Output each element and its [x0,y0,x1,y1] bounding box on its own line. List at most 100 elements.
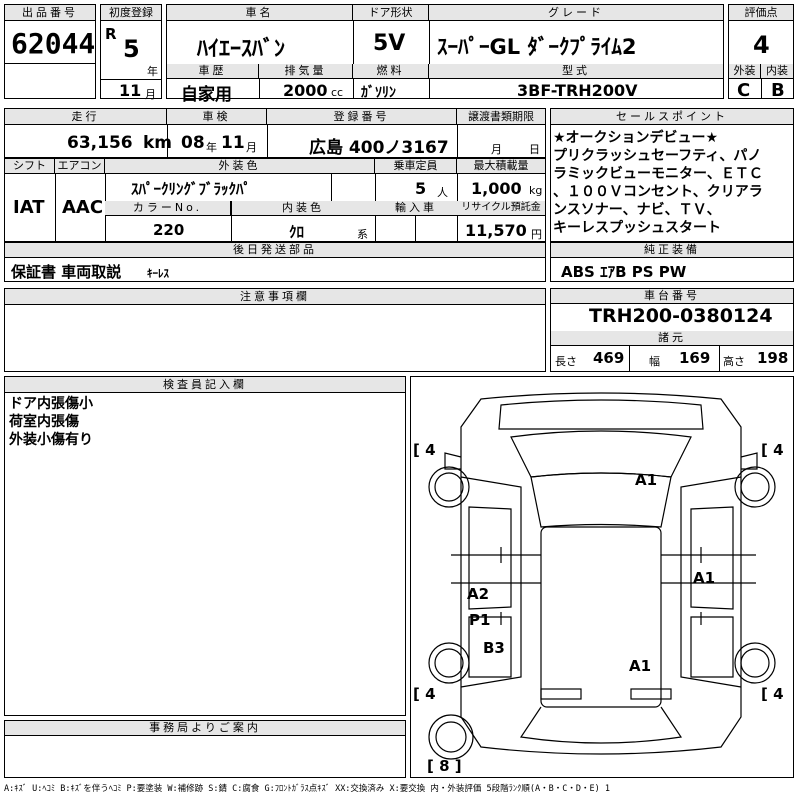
later-parts-value: 保証書 車両取説 [11,263,122,281]
interior-color-unit: 系 [357,228,368,241]
chassis-number: TRH200-0380124 [589,305,773,327]
later-parts-row: 後日発送部品 保証書 車両取説 ｷｰﾚｽ [4,242,546,282]
interior-label: 内装 [761,64,793,79]
inspection-year-unit: 年 [206,141,217,154]
sales-points-text: ★オークションデビュー★ プリクラッシュセーフティ、パノ ラミックビューモニター… [553,129,793,237]
sales-point-line: ★オークションデビュー★ [553,130,719,146]
inspection-month-unit: 月 [246,141,257,154]
recycle-fee: 11,570 [465,221,527,240]
inspector-line: ドア内張傷小 [9,396,93,412]
inspector-notes: ドア内張傷小 荷室内張傷 外装小傷有り [9,395,93,449]
sales-points-label: セールスポイント [551,109,793,125]
notes-box: 注意事項欄 [4,288,546,372]
load-unit: kg [529,184,543,197]
reg-year: 5 [123,35,140,63]
equipment-value: ABS ｴｱB PS PW [561,263,687,281]
van-outline [428,392,776,760]
inspector-box: 検査員記入欄 ドア内張傷小 荷室内張傷 外装小傷有り [4,376,406,716]
first-reg-label: 初度登録 [101,5,161,21]
transfer-label: 譲渡書類期限 [457,109,545,125]
width-label: 幅 [649,355,660,368]
capacity-unit: 人 [437,186,448,199]
capacity: 5 [415,179,427,198]
dims-label: 諸元 [551,331,793,346]
tire-rear-right: [ 4 [761,685,784,703]
mileage: 63,156 [67,133,133,153]
length-label: 長さ [555,355,577,368]
inspection-label: 車検 [167,109,267,125]
model-code: 3BF-TRH200V [517,81,638,100]
sales-points-box: セールスポイント ★オークションデビュー★ プリクラッシュセーフティ、パノ ラミ… [550,108,794,242]
tire-rear-left: [ 4 [413,685,436,703]
recycle-label: リサイクル預託金 [457,201,545,216]
lot-label: 出品番号 [5,5,95,21]
exterior-label: 外装 [729,64,761,79]
int-color-label: 内装色 [231,201,375,216]
model-label: 型式 [429,64,723,79]
door-type: 5V [373,31,406,56]
grade: ｽｰﾊﾟｰGL ﾀﾞｰｸﾌﾟﾗｲﾑ2 [437,35,637,59]
shift-label: シフト [5,159,55,174]
equipment-box: 純正装備 ABS ｴｱB PS PW [550,242,794,282]
damage-mark: B3 [483,639,505,657]
color-number: 220 [153,221,185,239]
inspector-line: 外装小傷有り [9,432,93,448]
length-value: 469 [593,349,625,367]
reg-month-unit: 月 [145,88,156,101]
first-reg-cell: 初度登録 R 5 年 11 月 [100,4,162,101]
chassis-box: 車台番号 TRH200-0380124 諸元 長さ 469 幅 169 高さ 1… [550,288,794,372]
width-value: 169 [679,349,711,367]
inspection-month: 11 [221,133,245,153]
door-label: ドア形状 [353,5,429,21]
displacement: 2000 [283,81,328,100]
later-parts-extra: ｷｰﾚｽ [147,267,169,280]
inspection-year: 08 [181,133,205,153]
spare-tire: [ 8 ] [427,757,462,775]
damage-mark: A2 [467,585,490,603]
spec-row: シフト エアコン 外装色 乗車定員 最大積載量 IAT AAC ｽﾊﾟｰｸﾘﾝｸ… [4,158,546,242]
reg-year-unit: 年 [147,65,158,78]
history-label: 車歴 [167,64,259,79]
exterior-grade: C [737,80,751,101]
interior-color: ｸﾛ [289,223,305,241]
car-name-label: 車名 [167,5,353,21]
color-no-label: カラーNo. [105,201,231,216]
score-value: 4 [753,31,770,59]
sales-point-line: ンスソナー、ナビ、ＴＶ、 [553,202,721,218]
score-label: 評価点 [729,5,793,21]
recycle-unit: 円 [531,228,542,241]
interior-grade: B [771,80,785,101]
office-label: 事務局よりご案内 [5,721,405,736]
damage-mark: A1 [629,657,652,675]
damage-mark: P1 [469,611,491,629]
sales-point-line: 、１００Ｖコンセント、クリアラ [553,184,763,200]
grade-label: グレード [429,5,723,21]
shift-type: IAT [13,197,45,218]
mileage-unit: km [143,133,173,153]
displacement-unit: cc [331,86,344,99]
tire-front-right: [ 4 [761,441,784,459]
era: R [105,25,117,43]
office-box: 事務局よりご案内 [4,720,406,778]
max-load: 1,000 [471,179,522,198]
later-parts-label: 後日発送部品 [5,243,545,258]
reg-month: 11 [119,81,142,100]
capacity-label: 乗車定員 [375,159,457,174]
transfer-day-unit: 日 [529,143,540,156]
height-label: 高さ [723,355,745,368]
sales-point-line: プリクラッシュセーフティ、パノ [553,148,762,164]
transfer-month-unit: 月 [491,143,502,156]
import-label: 輸入車 [375,201,457,216]
inspector-line: 荷室内張傷 [9,414,79,430]
lot-cell: 出品番号 62044 [4,4,96,99]
chassis-label: 車台番号 [551,289,793,304]
color-label: 外装色 [105,159,375,174]
lot-number: 62044 [11,27,96,60]
tire-front-left: [ 4 [413,441,436,459]
damage-diagram: [ 4 [ 4 [ 4 [ 4 [ 8 ] A1 A1 A2 P1 B3 A1 [410,376,794,778]
car-history: 自家用 [181,85,232,105]
sales-point-line: ラミックビューモニター、ＥＴＣ [553,166,763,182]
height-value: 198 [757,349,789,367]
score-block: 評価点 4 外装 内装 C B [728,4,794,101]
mileage-row: 走行 車検 登録番号 譲渡書類期限 63,156 km 08 年 11 月 広島… [4,108,546,158]
